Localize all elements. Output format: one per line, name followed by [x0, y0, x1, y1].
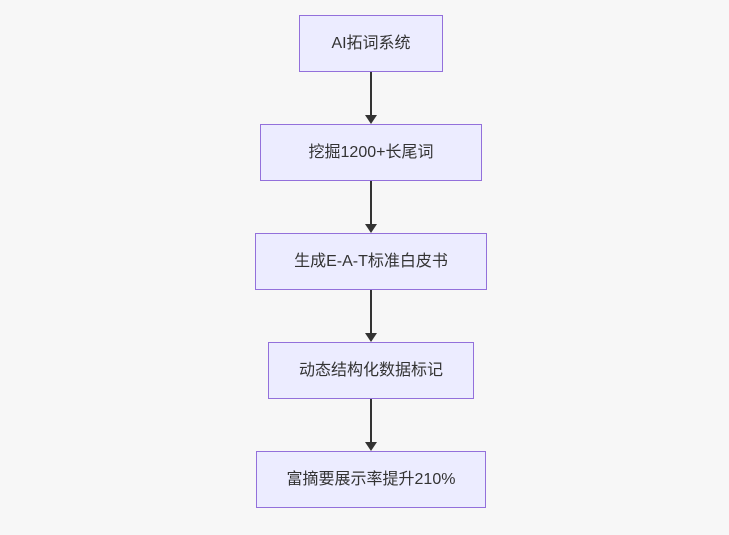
flow-arrow [365, 181, 377, 233]
flow-node-ai-word-system: AI拓词系统 [299, 15, 443, 72]
flow-node-label: 富摘要展示率提升210% [286, 470, 456, 488]
arrow-line [370, 181, 372, 224]
flow-node-structured-data: 动态结构化数据标记 [267, 342, 474, 399]
flow-arrow [365, 290, 377, 342]
arrow-line [370, 290, 372, 333]
flow-node-label: 挖掘1200+长尾词 [308, 143, 434, 161]
arrow-line [370, 399, 372, 442]
flow-node-longtail-mining: 挖掘1200+长尾词 [260, 124, 482, 181]
flow-arrow [365, 399, 377, 451]
flow-node-eat-whitepaper: 生成E-A-T标准白皮书 [255, 233, 487, 290]
flow-node-rich-snippet-result: 富摘要展示率提升210% [255, 451, 487, 508]
flow-node-label: 生成E-A-T标准白皮书 [294, 252, 448, 270]
arrowhead-down-icon [365, 442, 377, 451]
arrow-line [370, 72, 372, 115]
flow-node-label: 动态结构化数据标记 [298, 361, 443, 379]
flowchart-column: AI拓词系统 挖掘1200+长尾词 生成E-A-T标准白皮书 动态结构化数据标记 [255, 15, 487, 508]
arrowhead-down-icon [365, 333, 377, 342]
flow-node-label: AI拓词系统 [331, 34, 411, 52]
flow-arrow [365, 72, 377, 124]
arrowhead-down-icon [365, 224, 377, 233]
arrowhead-down-icon [365, 115, 377, 124]
